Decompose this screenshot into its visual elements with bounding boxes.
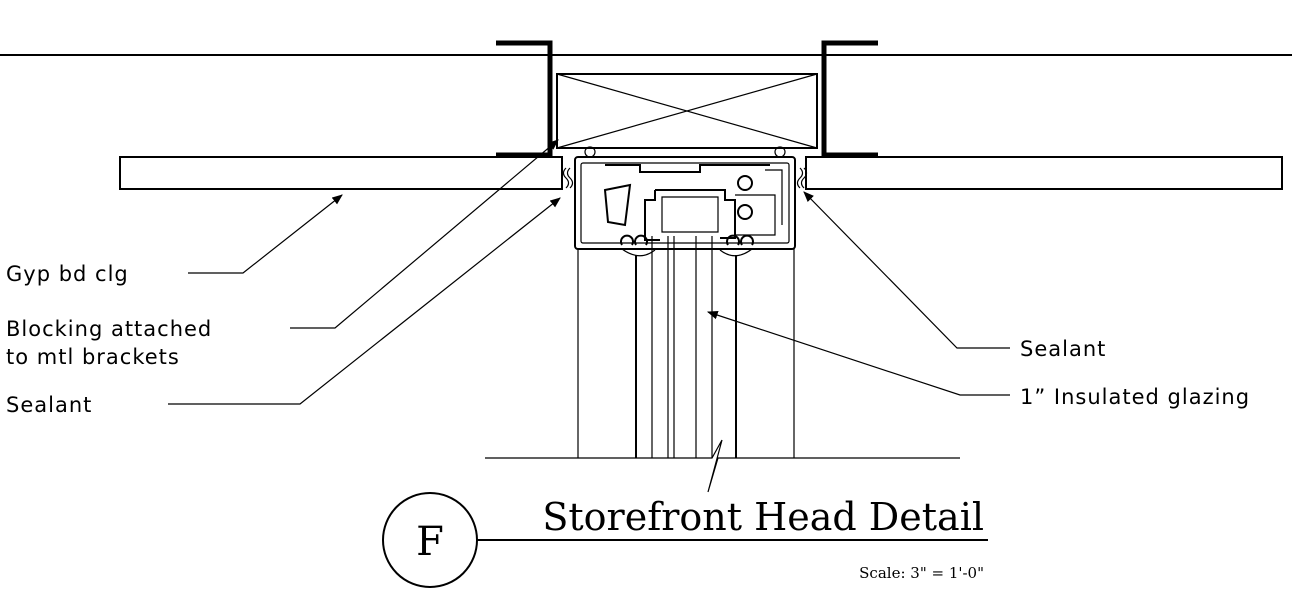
callout-gyp-bd-clg: Gyp bd clg xyxy=(6,262,129,286)
insulated-glazing-unit xyxy=(635,236,737,458)
detail-title: Storefront Head Detail xyxy=(542,495,984,539)
detail-marker: F xyxy=(382,492,478,588)
storefront-frame xyxy=(574,146,796,257)
break-line xyxy=(485,439,960,493)
detail-marker-letter: F xyxy=(416,519,444,565)
detail-scale: Scale: 3" = 1'-0" xyxy=(859,564,984,582)
callout-sealant-left: Sealant xyxy=(6,393,92,417)
leader-lines xyxy=(168,139,1010,405)
callout-insulated-glazing: 1” Insulated glazing xyxy=(1020,385,1250,409)
wood-blocking xyxy=(556,73,818,149)
callout-sealant-right: Sealant xyxy=(1020,337,1106,361)
mullion-jambs xyxy=(577,249,795,458)
metal-brackets xyxy=(496,40,878,158)
sealant-joints xyxy=(562,167,808,189)
callout-blocking-line2: to mtl brackets xyxy=(6,345,180,369)
callout-blocking-line1: Blocking attached xyxy=(6,317,212,341)
